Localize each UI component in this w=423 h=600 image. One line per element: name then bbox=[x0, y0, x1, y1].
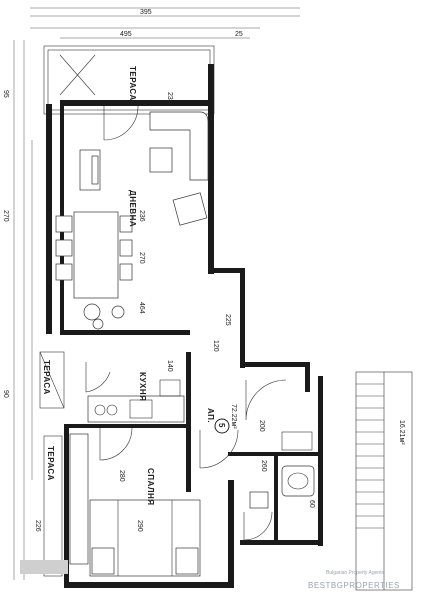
dim-bath-60: 60 bbox=[308, 500, 315, 508]
dim-bed-290: 290 bbox=[136, 520, 143, 532]
staircase: 16.21м² bbox=[355, 371, 413, 591]
dim-living-270: 270 bbox=[138, 252, 145, 264]
dim-hall-200: 200 bbox=[258, 420, 265, 432]
room-label-terrace-mid: ТЕРАСА bbox=[42, 360, 51, 395]
dim-kitchen-140: 140 bbox=[166, 360, 173, 372]
dim-living-230: 230 bbox=[166, 92, 173, 104]
dim-hall-225: 225 bbox=[224, 314, 231, 326]
room-label-kitchen: КУХНЯ bbox=[138, 372, 147, 401]
apartment-label: АП. bbox=[206, 408, 215, 423]
living-room: ДНЕВНА 270 464 236 230 bbox=[55, 92, 209, 330]
bathroom: 260 60 bbox=[243, 431, 315, 541]
room-label-terrace-top: ТЕРАСА bbox=[128, 66, 137, 101]
dim-left-90: 90 bbox=[2, 390, 9, 398]
dim-living-464: 464 bbox=[138, 302, 145, 314]
dim-top-25: 25 bbox=[235, 31, 243, 38]
watermark-brand: BESTBGPROPERTIES bbox=[308, 581, 400, 590]
dim-left-270: 270 bbox=[2, 210, 9, 222]
dim-hall-120: 120 bbox=[212, 340, 219, 352]
room-label-living: ДНЕВНА bbox=[128, 190, 137, 227]
room-label-terrace-bottom: ТЕРАСА bbox=[46, 446, 55, 481]
dim-bath-260: 260 bbox=[260, 460, 267, 472]
left-dimension-lines: 95 270 90 226 bbox=[2, 40, 41, 580]
watermark: Bulgarian Property Agents BESTBGPROPERTI… bbox=[308, 570, 400, 590]
top-dimension-lines: 395 495 25 bbox=[30, 7, 300, 39]
apartment-number-circle bbox=[214, 418, 230, 434]
room-label-bedroom: СПАЛНЯ bbox=[146, 468, 155, 506]
dim-bed-280: 280 bbox=[118, 470, 125, 482]
bedroom: СПАЛНЯ 290 280 bbox=[69, 427, 201, 577]
dim-left-226: 226 bbox=[34, 520, 41, 532]
watermark-tagline: Bulgarian Property Agents bbox=[326, 570, 385, 576]
dim-living-236: 236 bbox=[138, 210, 145, 222]
dim-top-495: 495 bbox=[120, 31, 132, 38]
apartment-area: 72.22м² bbox=[230, 404, 237, 429]
dim-top-395: 395 bbox=[140, 9, 152, 16]
dim-left-95: 95 bbox=[2, 90, 9, 98]
kitchen: КУХНЯ 140 bbox=[87, 360, 185, 423]
hallway: АП. 5 72.22м² 120 225 200 bbox=[199, 314, 287, 469]
stair-area: 16.21м² bbox=[398, 420, 405, 445]
terrace-mid: ТЕРАСА bbox=[39, 351, 111, 409]
terrace-bottom: ТЕРАСА bbox=[20, 435, 68, 577]
apartment-number: 5 bbox=[217, 423, 226, 428]
